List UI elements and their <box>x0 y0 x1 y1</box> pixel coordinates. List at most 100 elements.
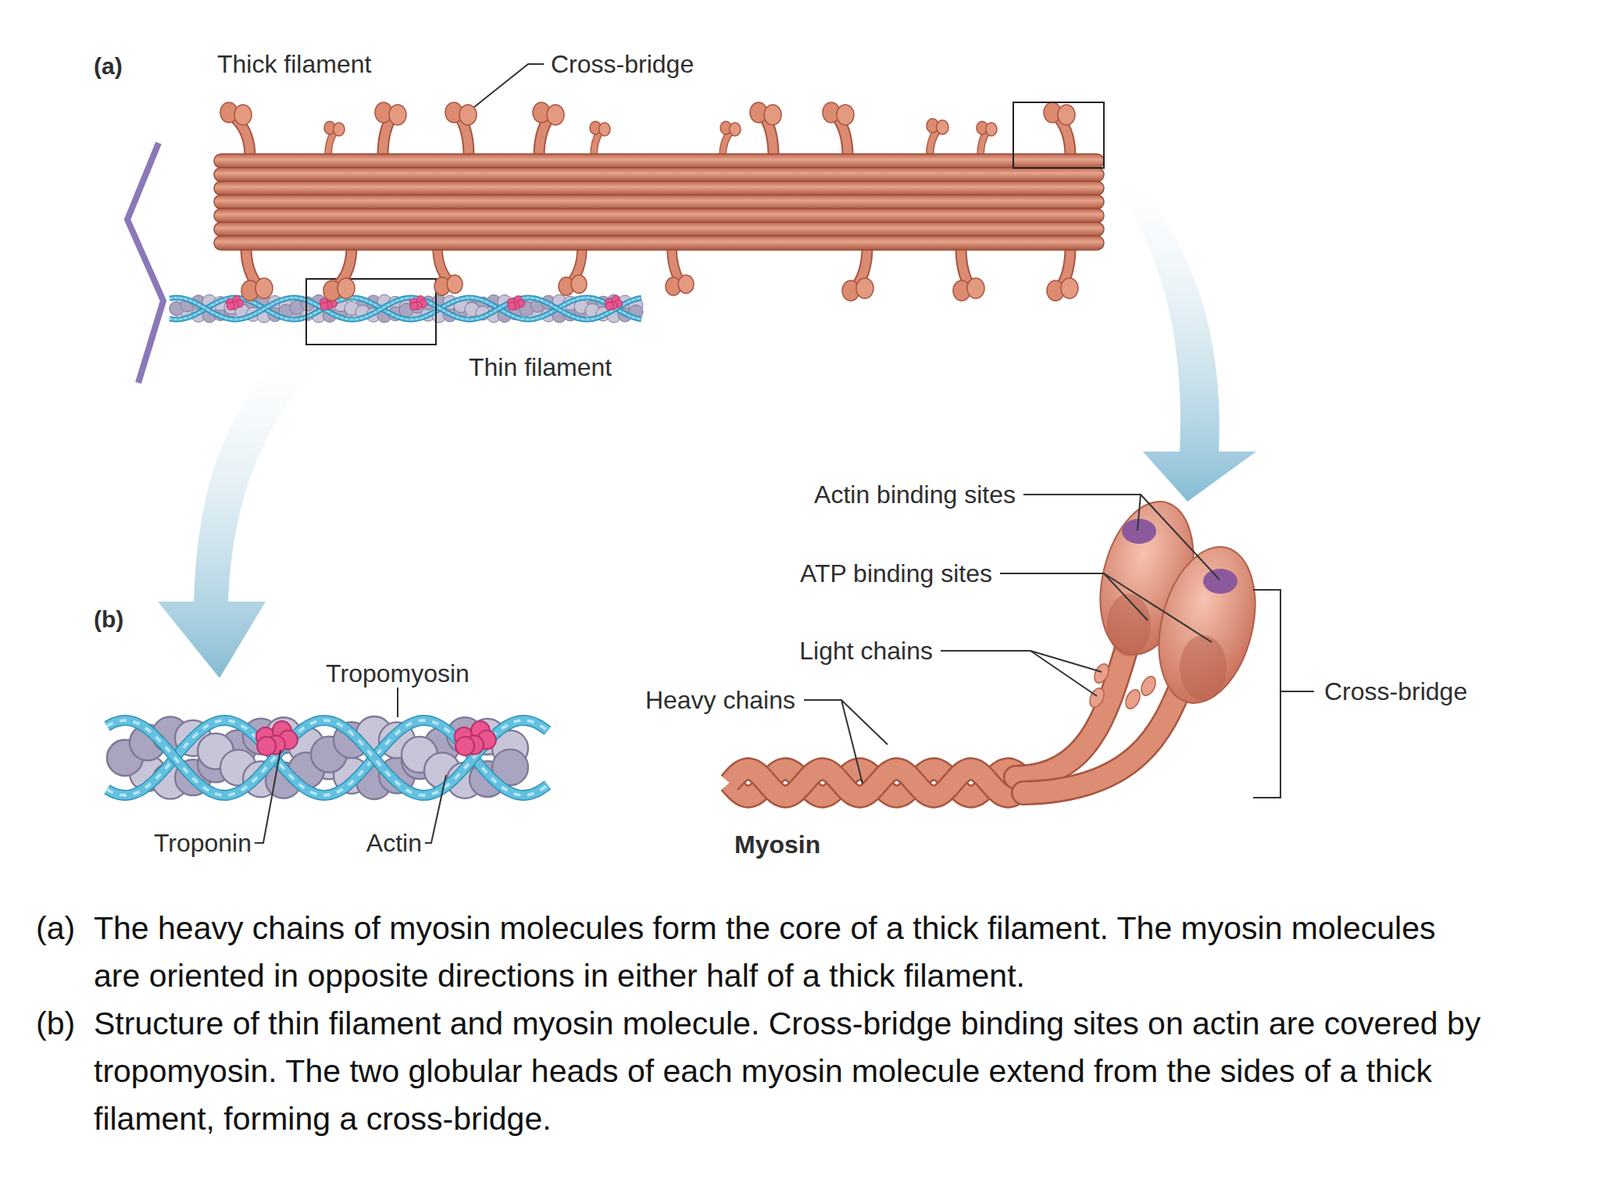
part-label: ATP binding sites <box>800 559 993 589</box>
zoom-arrow <box>157 344 336 679</box>
part-label: Heavy chains <box>645 685 796 715</box>
myosin-lobe <box>333 122 345 136</box>
tropomyosin-strand <box>107 720 548 796</box>
atp-site <box>1179 635 1227 701</box>
tropomyosin-strand <box>169 297 642 320</box>
part-label: Actin binding sites <box>814 480 1016 510</box>
myosin-lobe <box>234 104 252 125</box>
myosin-neck <box>382 118 391 157</box>
troponin-subunit <box>257 736 276 756</box>
bracket <box>1280 690 1315 693</box>
leader-line <box>1140 494 1220 580</box>
part-label: Troponin <box>153 828 252 858</box>
myosin-head <box>665 246 694 296</box>
myosin-head <box>1046 246 1079 301</box>
myosin-lobe <box>1057 104 1075 125</box>
myosin-neck <box>960 246 969 285</box>
myosin-head <box>750 102 782 157</box>
thin-filament-detail <box>107 716 548 800</box>
myosin-neck <box>246 246 258 285</box>
heavy-chain-tail <box>729 768 1031 797</box>
myosin-head <box>1143 536 1271 714</box>
tropomyosin-strand <box>107 720 548 796</box>
myosin-head <box>375 102 407 157</box>
caption-text: The heavy chains of myosin molecules for… <box>93 904 1485 1000</box>
myosin-head <box>434 246 463 296</box>
myosin-neck <box>328 132 335 157</box>
part-label: Actin <box>366 828 422 858</box>
tropomyosin-strand <box>169 297 642 320</box>
bracket <box>1253 589 1281 798</box>
myosin-lobe <box>985 122 997 136</box>
myosin-lobe <box>678 275 694 293</box>
leader-line <box>803 700 888 745</box>
myosin-neck <box>328 132 335 157</box>
troponin-subunit <box>455 736 475 756</box>
myosin-neck <box>722 132 731 157</box>
myosin-neck <box>929 129 938 157</box>
caption-marker: (b) <box>35 1000 75 1048</box>
tropomyosin-strand <box>169 297 642 320</box>
myosin-neck <box>671 246 680 281</box>
myosin-head <box>842 246 874 301</box>
leader-line <box>474 64 544 108</box>
thin-filament <box>169 294 643 323</box>
light-chain <box>1138 674 1158 698</box>
atp-site <box>1107 593 1151 657</box>
myosin-head <box>720 121 741 157</box>
myosin-head <box>532 102 565 157</box>
myosin-lobe <box>1060 278 1079 299</box>
myosin-neck <box>1015 640 1129 778</box>
leader-line <box>940 650 1102 672</box>
myosin-neck <box>593 132 600 157</box>
leader-line <box>425 775 447 843</box>
myosin-tail-rod <box>214 167 1104 183</box>
leader-line <box>1030 650 1097 697</box>
myosin-neck <box>980 132 987 157</box>
part-label: Cross-bridge <box>1324 677 1468 707</box>
molecule-title: Myosin <box>734 830 821 860</box>
myosin-lobe <box>446 275 463 293</box>
part-label: Thin filament <box>468 353 612 383</box>
tropomyosin-strand <box>107 720 548 796</box>
myosin-neck <box>246 246 258 285</box>
myosin-neck <box>1023 679 1184 793</box>
myosin-tail-rod <box>214 235 1104 250</box>
light-chain <box>1091 661 1111 686</box>
troponin-subunit <box>507 302 516 311</box>
caption-marker: (a) <box>35 904 75 953</box>
myosin-neck <box>539 118 549 157</box>
myosin-lobe <box>836 104 854 125</box>
part-label: Thick filament <box>217 50 372 79</box>
myosin-lobe <box>255 278 273 299</box>
part-label: Tropomyosin <box>325 659 470 689</box>
tropomyosin-strand <box>169 297 642 320</box>
leader-line <box>396 687 399 718</box>
tropomyosin-strand <box>169 297 642 320</box>
myosin-tail-rod <box>214 153 1104 168</box>
detail-box <box>1013 102 1104 168</box>
myosin-lobe <box>337 278 355 299</box>
troponin-subunit <box>226 302 235 311</box>
tropomyosin-strand <box>107 720 548 796</box>
myosin-neck <box>671 246 680 281</box>
myosin-lobe <box>389 104 407 125</box>
heavy-chain-tail <box>729 768 1031 797</box>
myosin-lobe <box>729 122 741 136</box>
myosin-neck <box>929 129 938 157</box>
myosin-head <box>953 246 985 301</box>
zoom-arrow <box>1109 171 1257 502</box>
myosin-neck <box>437 246 449 281</box>
myosin-neck <box>437 246 449 281</box>
leader-line <box>1103 573 1212 643</box>
myosin-head <box>589 121 611 157</box>
myosin-lobe <box>459 104 477 125</box>
myosin-tail-rod <box>214 195 1104 210</box>
panel-letter: (a) <box>93 53 123 81</box>
troponin-subunit <box>320 302 329 311</box>
part-label: Light chains <box>799 636 933 666</box>
myosin-head <box>822 102 854 157</box>
myosin-neck <box>722 132 731 157</box>
myosin-lobe <box>856 278 874 299</box>
